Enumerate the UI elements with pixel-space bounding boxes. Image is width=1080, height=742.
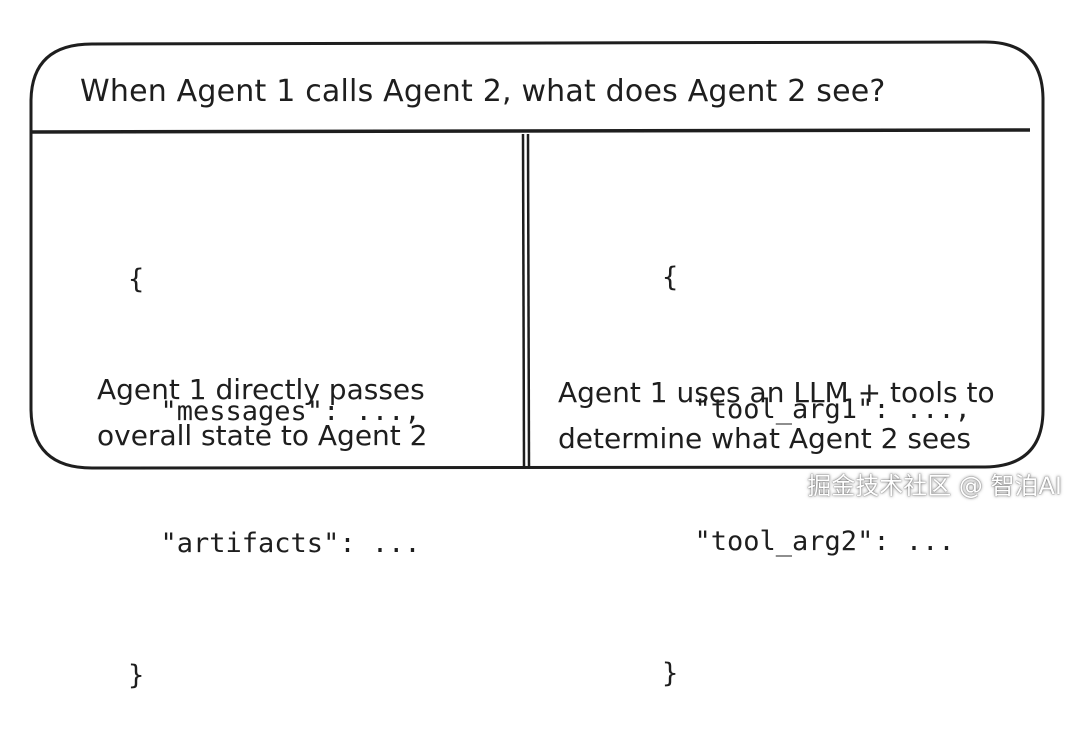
right-caption-line: determine what Agent 2 sees xyxy=(558,422,971,455)
watermark: 掘金技术社区 @ 智泊AI xyxy=(807,472,1062,500)
right-code-line: { xyxy=(662,262,679,293)
diagram-title: When Agent 1 calls Agent 2, what does Ag… xyxy=(80,74,886,109)
title-divider xyxy=(30,128,1031,134)
right-code-line: "tool_arg1": ..., xyxy=(662,394,971,425)
left-code-line: } xyxy=(128,660,145,691)
right-code-line: "tool_arg2": ... xyxy=(662,526,955,557)
left-code-line: "artifacts": ... xyxy=(128,528,421,559)
left-code-line: "messages": ..., xyxy=(128,396,421,427)
panel-divider xyxy=(521,133,526,468)
right-caption: Agent 1 uses an LLM + tools to determine… xyxy=(558,370,995,462)
left-code-line: { xyxy=(128,264,145,295)
panel-divider-2 xyxy=(526,133,531,468)
outer-border xyxy=(29,40,1045,470)
left-caption: Agent 1 directly passes overall state to… xyxy=(97,367,428,459)
left-caption-line: overall state to Agent 2 xyxy=(97,419,428,452)
diagram-frame xyxy=(29,40,1045,470)
right-caption-line: Agent 1 uses an LLM + tools to xyxy=(558,376,995,409)
right-code-line: } xyxy=(662,658,679,689)
left-caption-line: Agent 1 directly passes xyxy=(97,373,425,406)
